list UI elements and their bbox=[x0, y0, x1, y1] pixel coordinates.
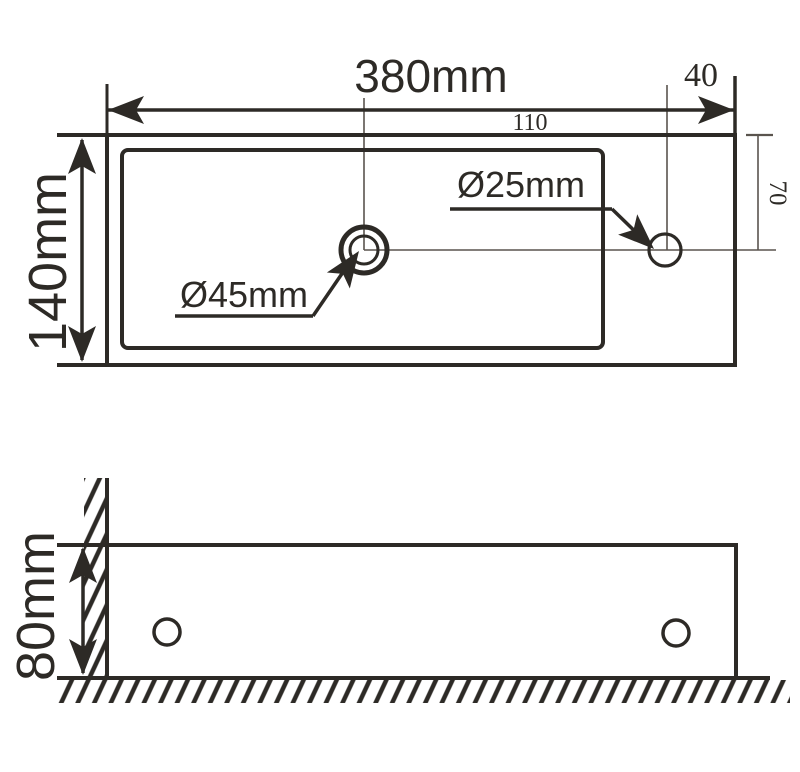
label-overall-depth: 140mm bbox=[18, 172, 78, 352]
label-faucet-centerline-offset: 70 bbox=[764, 181, 791, 206]
wall-hatching bbox=[84, 478, 106, 677]
mounting-hole-right bbox=[661, 618, 691, 648]
ground-hatching bbox=[58, 680, 790, 703]
drain-hole-outer bbox=[338, 224, 390, 276]
drain-hole-inner bbox=[348, 234, 380, 266]
top-view-outline bbox=[105, 133, 737, 367]
label-hole-spacing: 110 bbox=[512, 110, 547, 136]
label-drain-diameter: Ø45mm bbox=[180, 274, 308, 315]
mounting-hole-left bbox=[152, 617, 182, 647]
label-height: 80mm bbox=[6, 531, 66, 681]
label-faucet-hole-diameter: Ø25mm bbox=[457, 164, 585, 205]
label-corner-offset: 40 bbox=[684, 57, 718, 94]
faucet-hole bbox=[647, 232, 683, 268]
front-view-outline bbox=[105, 543, 738, 680]
basin-bowl-outline bbox=[120, 148, 605, 350]
label-overall-width: 380mm bbox=[354, 50, 507, 102]
